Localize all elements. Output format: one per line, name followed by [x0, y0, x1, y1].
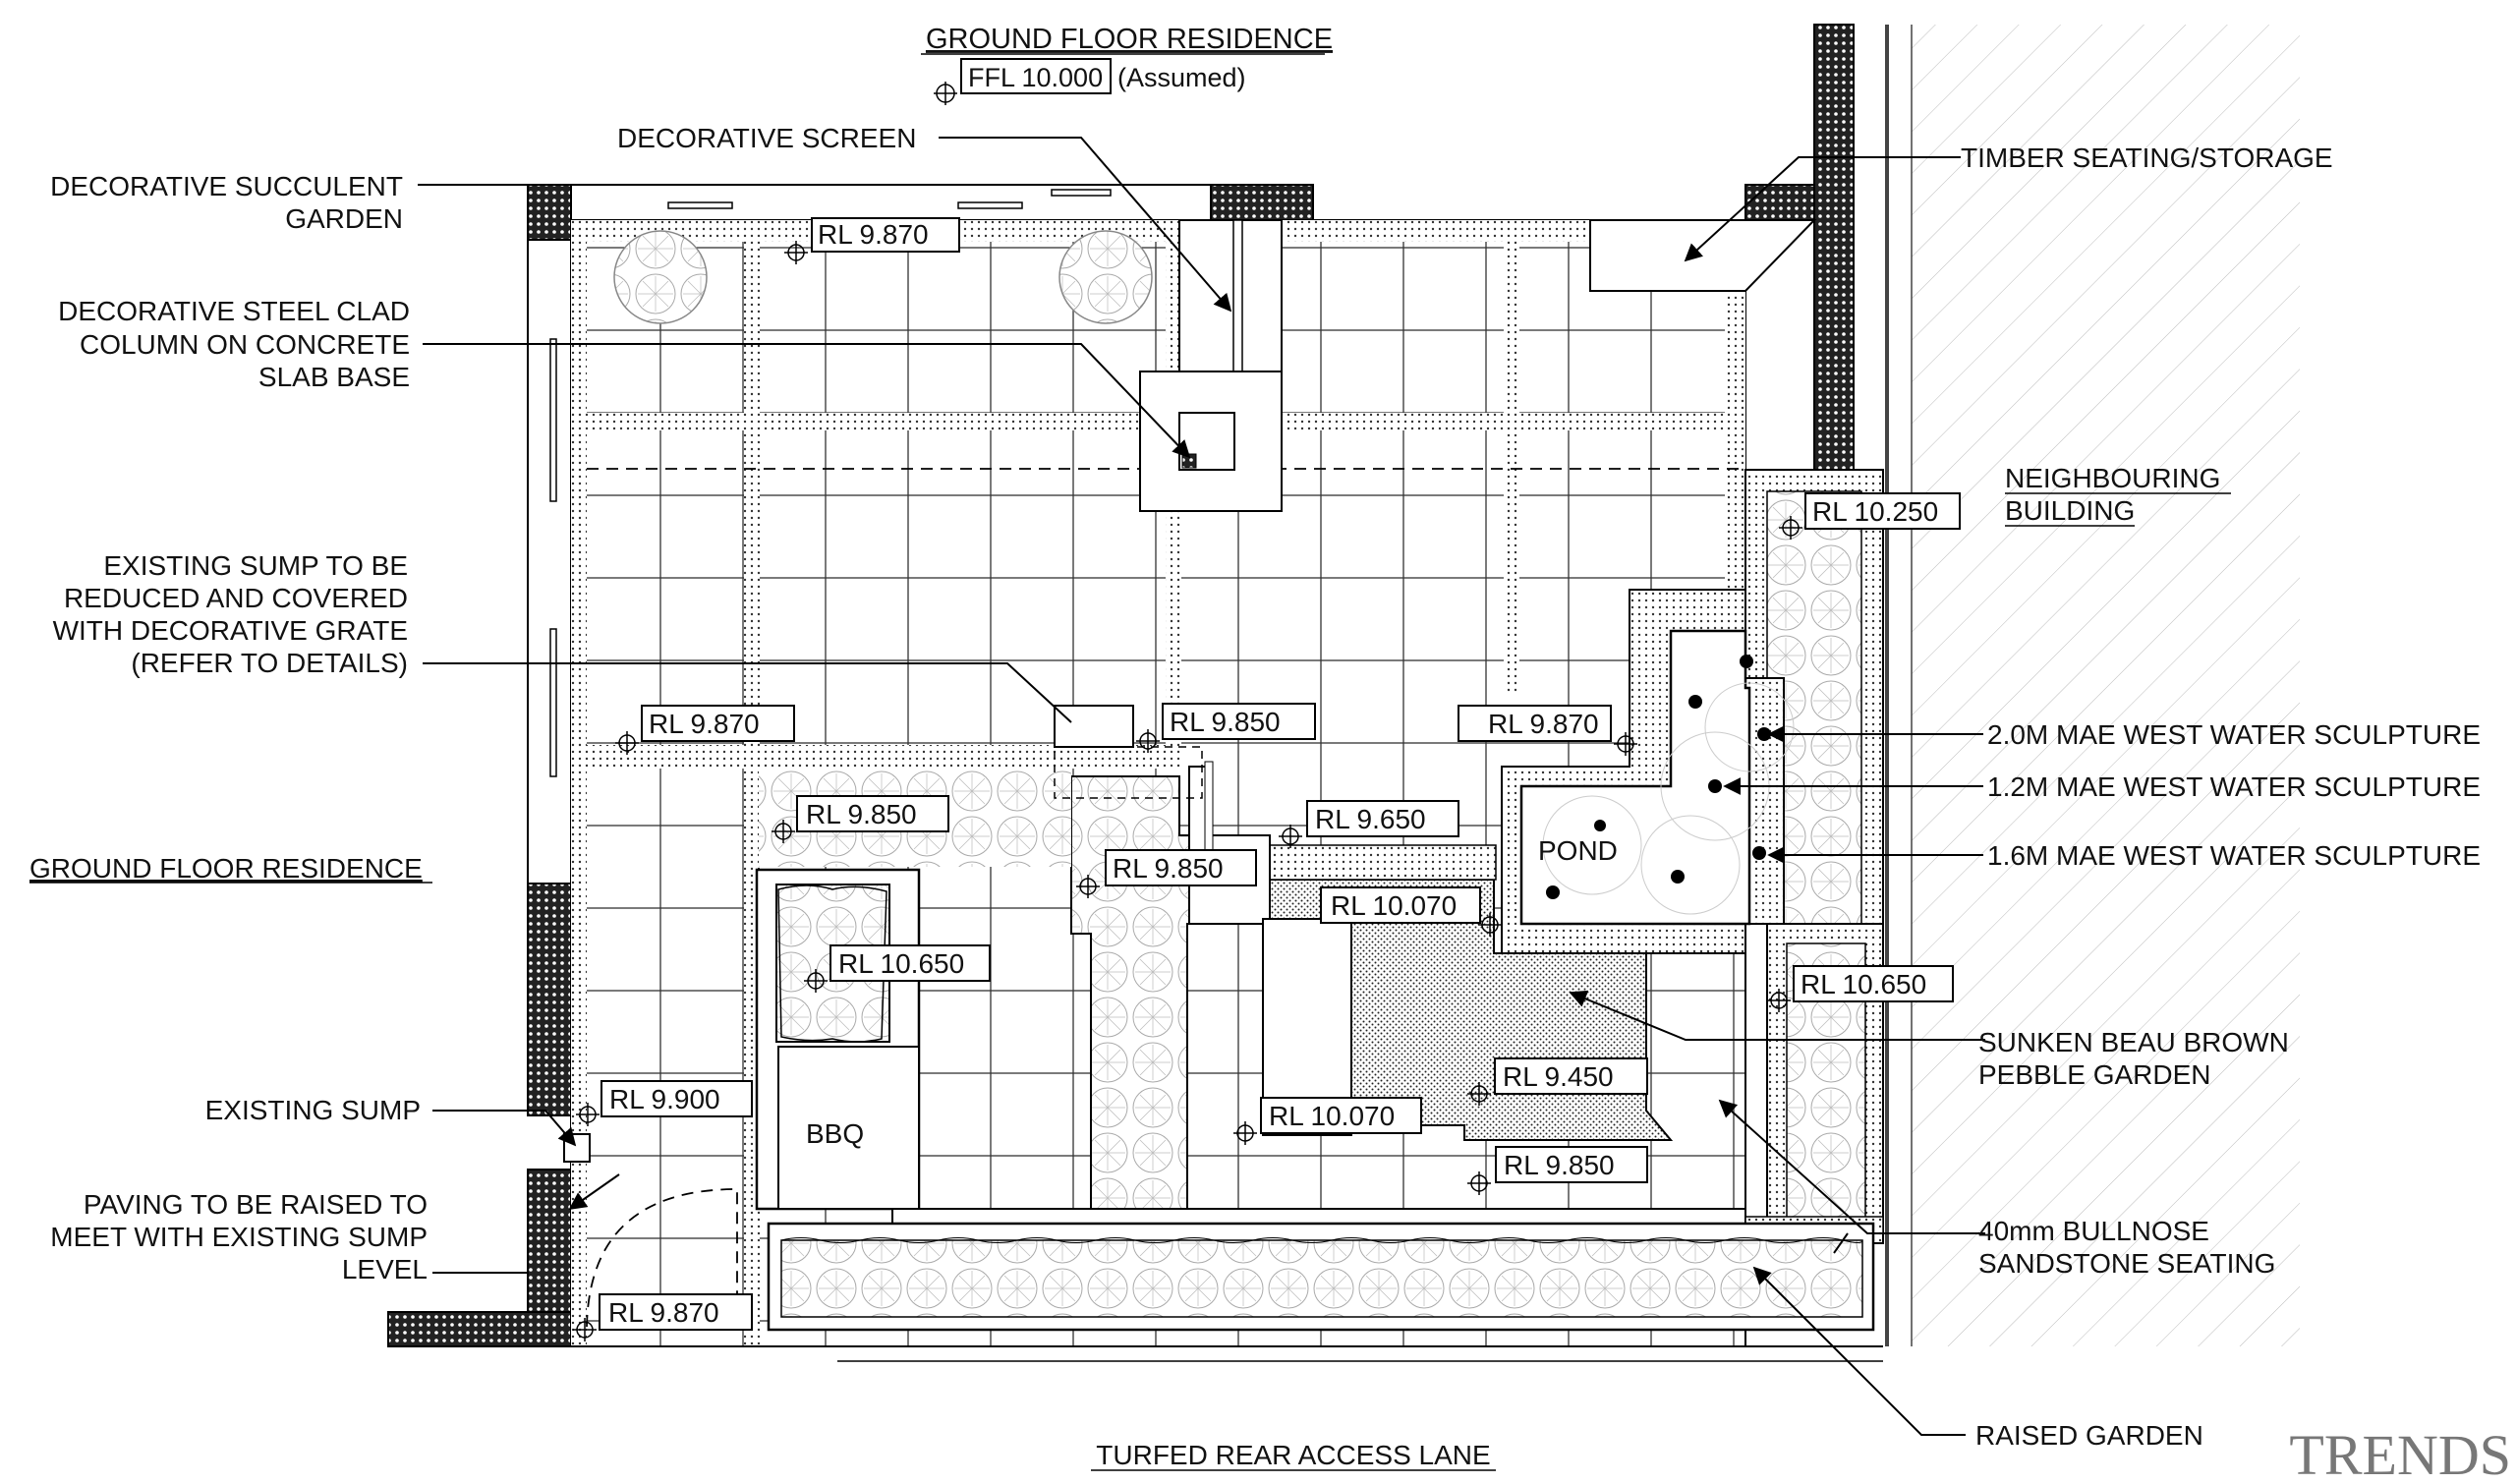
decorative-screen-column — [1139, 219, 1283, 512]
label-sump-1: EXISTING SUMP TO BE — [103, 550, 408, 581]
rl-tag-right-planter: RL 10.650 — [1767, 965, 1954, 1012]
label-sculpture-12: 1.2M MAE WEST WATER SCULPTURE — [1987, 771, 2481, 802]
label-sump-2: REDUCED AND COVERED — [64, 583, 408, 613]
label-seating-1: 40mm BULLNOSE — [1978, 1216, 2209, 1246]
rl-tag-step: RL 9.650 — [1279, 800, 1459, 848]
label-column-3: SLAB BASE — [258, 362, 410, 392]
step-pad — [1269, 844, 1497, 881]
succulent-garden — [613, 230, 1153, 324]
rl-tag-right-bed: RL 10.250 — [1779, 492, 1961, 540]
label-sculpture-20: 2.0M MAE WEST WATER SCULPTURE — [1987, 719, 2481, 750]
svg-text:RL 10.070: RL 10.070 — [1269, 1101, 1395, 1131]
ffl-value: FFL 10.000 — [968, 63, 1103, 92]
rl-tag-planter: RL 10.650 — [804, 944, 991, 993]
label-sump-3: WITH DECORATIVE GRATE — [53, 615, 408, 646]
sculpture-marker — [1546, 885, 1560, 899]
ffl-box — [960, 58, 1112, 94]
svg-text:RL 9.850: RL 9.850 — [1170, 707, 1281, 737]
rl-tag-pond-base: RL 10.070 — [1320, 886, 1502, 937]
rl-tag-bench: RL 10.070 — [1233, 1097, 1422, 1145]
label-pebble-2: PEBBLE GARDEN — [1978, 1059, 2211, 1090]
raised-garden — [571, 1208, 1884, 1362]
rl-tag-corner: RL 9.870 — [573, 1293, 753, 1341]
label-bbq: BBQ — [806, 1118, 864, 1149]
sculpture-marker — [1740, 655, 1753, 668]
svg-text:RL 10.650: RL 10.650 — [1801, 969, 1926, 999]
label-timber: TIMBER SEATING/STORAGE — [1961, 143, 2333, 173]
label-neighbour-1: NEIGHBOURING — [2005, 463, 2220, 493]
rl-tag-mid-left: RL 9.870 — [615, 705, 795, 755]
label-pebble-1: SUNKEN BEAU BROWN — [1978, 1027, 2289, 1057]
svg-text:RL 9.900: RL 9.900 — [609, 1084, 720, 1114]
svg-text:RL 9.850: RL 9.850 — [1113, 853, 1224, 884]
sculpture-marker — [1757, 727, 1771, 741]
header-title: GROUND FLOOR RESIDENCE — [926, 24, 1333, 55]
timber-seating — [1589, 219, 1817, 292]
svg-text:RL 9.650: RL 9.650 — [1315, 804, 1426, 834]
sculpture-marker — [1688, 695, 1702, 709]
label-screen: DECORATIVE SCREEN — [617, 123, 916, 153]
brand-logo: TRENDS — [2289, 1423, 2511, 1484]
sculpture-marker — [1752, 846, 1766, 860]
svg-text:RL 10.250: RL 10.250 — [1812, 496, 1938, 527]
sculpture-marker — [1671, 870, 1685, 884]
svg-text:RL 9.870: RL 9.870 — [649, 709, 760, 739]
rl-tags: RL 9.870 RL 10.250 RL 9.870 RL 9.850 RL … — [573, 217, 1961, 1341]
ffl-note: (Assumed) — [1117, 63, 1246, 92]
label-column-1: DECORATIVE STEEL CLAD — [58, 296, 410, 326]
rl-tag-path: RL 9.850 — [1076, 849, 1257, 898]
label-sump-4: (REFER TO DETAILS) — [131, 648, 408, 678]
label-paving-1: PAVING TO BE RAISED TO — [84, 1189, 428, 1220]
svg-text:RL 9.870: RL 9.870 — [818, 219, 929, 250]
label-lane: TURFED REAR ACCESS LANE — [1096, 1440, 1490, 1470]
svg-text:RL 9.450: RL 9.450 — [1503, 1061, 1614, 1092]
datum-symbol — [934, 82, 957, 105]
label-existing-sump: EXISTING SUMP — [205, 1095, 421, 1125]
label-paving-2: MEET WITH EXISTING SUMP — [50, 1222, 428, 1252]
label-sculpture-16: 1.6M MAE WEST WATER SCULPTURE — [1987, 840, 2481, 871]
svg-text:RL 9.850: RL 9.850 — [1504, 1150, 1615, 1180]
svg-text:RL 9.870: RL 9.870 — [608, 1297, 719, 1328]
label-paving-3: LEVEL — [342, 1254, 428, 1284]
label-pond: POND — [1538, 835, 1618, 866]
sculpture-marker — [1594, 820, 1606, 831]
boundary-walls — [387, 24, 1889, 1347]
svg-text:RL 10.650: RL 10.650 — [838, 948, 964, 979]
existing-sump-box — [563, 1133, 591, 1163]
svg-text:RL 10.070: RL 10.070 — [1331, 890, 1457, 921]
label-column-2: COLUMN ON CONCRETE — [80, 329, 410, 360]
svg-text:RL 9.870: RL 9.870 — [1488, 709, 1599, 739]
svg-text:RL 9.850: RL 9.850 — [806, 799, 917, 829]
label-succulent-2: GARDEN — [285, 203, 403, 234]
rl-tag-sump: RL 9.900 — [576, 1080, 753, 1126]
label-residence: GROUND FLOOR RESIDENCE — [29, 853, 423, 884]
neighbour-hatch — [1912, 25, 2300, 1346]
rl-tag-bottom-path: RL 9.850 — [1467, 1146, 1648, 1195]
sculpture-marker — [1708, 779, 1722, 793]
label-neighbour-2: BUILDING — [2005, 495, 2135, 526]
rl-tag-pond-edge: RL 9.870 — [1458, 705, 1637, 756]
rl-tag-bbq-top: RL 9.850 — [772, 795, 949, 843]
rl-tag-top: RL 9.870 — [784, 217, 960, 264]
label-raised: RAISED GARDEN — [1975, 1420, 2203, 1451]
label-succulent-1: DECORATIVE SUCCULENT — [50, 171, 403, 201]
sump-grate — [1054, 705, 1134, 748]
rl-tag-sump-grate: RL 9.850 — [1136, 703, 1316, 753]
rl-tag-pebble: RL 9.450 — [1467, 1057, 1648, 1106]
label-seating-2: SANDSTONE SEATING — [1978, 1248, 2275, 1279]
leader-lines — [418, 137, 1985, 1436]
